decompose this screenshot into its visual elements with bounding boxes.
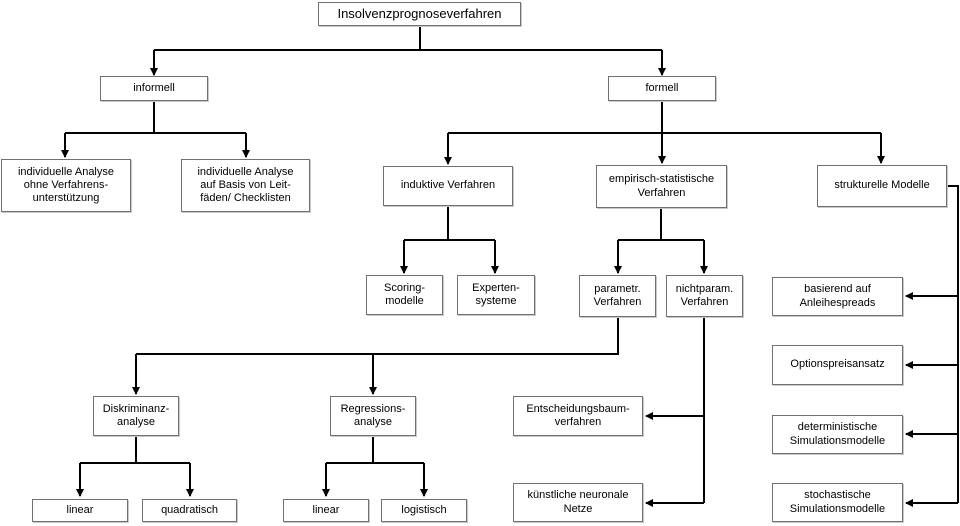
node-diskriminanzanalyse: Diskriminanz- analyse xyxy=(93,396,179,436)
node-stochastische-simulationsmodelle: stochastische Simulationsmodelle xyxy=(772,483,903,522)
node-kuenstliche-neuronale-netze: künstliche neuronale Netze xyxy=(513,483,643,522)
node-strukturelle-modelle: strukturelle Modelle xyxy=(817,165,947,207)
node-parametrische-verfahren: parametr. Verfahren xyxy=(579,275,656,317)
node-informell: informell xyxy=(100,76,208,101)
node-individuelle-analyse-leitfaeden-checklisten: individuelle Analyse auf Basis von Leit-… xyxy=(181,159,310,212)
connector-parametrisch-children xyxy=(132,317,619,395)
node-empirisch-statistische-verfahren: empirisch-statistische Verfahren xyxy=(596,165,727,208)
node-deterministische-simulationsmodelle: deterministische Simulationsmodelle xyxy=(772,415,903,454)
node-formell: formell xyxy=(608,76,716,101)
node-experten-systeme: Experten- systeme xyxy=(457,275,535,315)
node-basierend-auf-anleihespreads: basierend auf Anleihespreads xyxy=(772,277,903,316)
node-insolvenzprognoseverfahren: Insolvenzprognoseverfahren xyxy=(318,2,521,26)
node-nichtparametrische-verfahren: nichtparam. Verfahren xyxy=(666,275,743,317)
connector-regression-children xyxy=(322,436,428,497)
node-quadratisch: quadratisch xyxy=(142,499,237,522)
node-individuelle-analyse-ohne-unterstuetzung: individuelle Analyse ohne Verfahrens- un… xyxy=(1,159,131,212)
connector-informell-children xyxy=(61,101,250,158)
node-linear-diskriminanz: linear xyxy=(32,499,128,522)
connector-strukturelle-rail xyxy=(905,185,959,507)
node-optionspreisansatz: Optionspreisansatz xyxy=(772,345,903,385)
connector-formell-children xyxy=(444,101,885,165)
connector-root-to-level1 xyxy=(150,26,666,76)
connector-diskriminanz-children xyxy=(76,436,194,497)
node-induktive-verfahren: induktive Verfahren xyxy=(383,166,513,206)
node-logistisch: logistisch xyxy=(381,499,467,522)
connector-empirisch-children xyxy=(614,208,708,274)
connector-induktive-children xyxy=(400,206,499,274)
connector-nichtparametrisch-children xyxy=(645,317,705,507)
node-entscheidungsbaumverfahren: Entscheidungsbaum- verfahren xyxy=(513,396,643,436)
node-scoring-modelle: Scoring- modelle xyxy=(366,275,443,315)
node-linear-regression: linear xyxy=(283,499,369,522)
node-regressionsanalyse: Regressions- analyse xyxy=(330,396,416,436)
